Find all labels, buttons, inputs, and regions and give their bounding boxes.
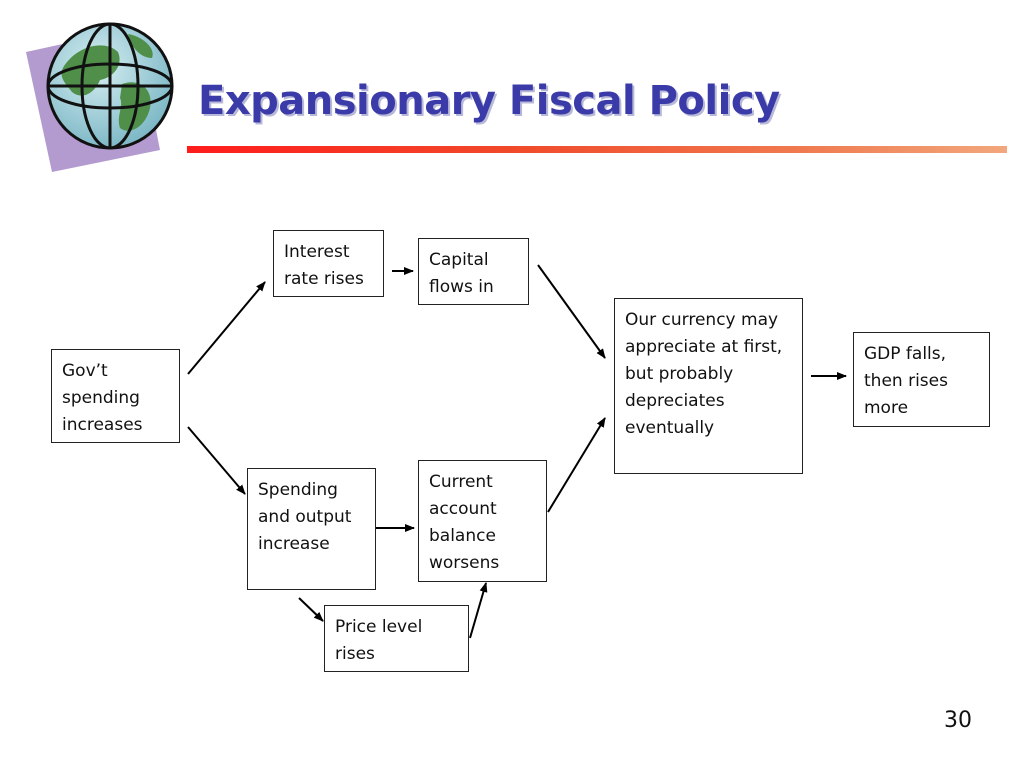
node-gdp: GDP falls, then rises more	[853, 332, 990, 427]
node-currency: Our currency may appreciate at first, bu…	[614, 298, 803, 474]
globe-continent	[128, 34, 153, 58]
node-price-level: Price level rises	[324, 605, 469, 672]
globe-continent	[61, 45, 120, 96]
node-text: Our currency may appreciate at first, bu…	[625, 310, 783, 438]
node-current-account: Current account balance worsens	[418, 460, 547, 582]
arrow-price-to-current	[469, 582, 488, 639]
globe-icon	[26, 22, 174, 172]
node-interest-rate: Interest rate rises	[273, 230, 384, 297]
node-text: Capital flows in	[429, 250, 494, 297]
node-text: Interest rate rises	[284, 242, 364, 289]
arrow-spending-to-price	[298, 597, 324, 622]
node-spending-output: Spending and output increase	[247, 468, 376, 590]
node-text: Price level rises	[335, 617, 423, 664]
arrow-govt-to-interest	[187, 281, 266, 375]
node-text: Gov’t spending increases	[62, 361, 143, 435]
node-govt-spending: Gov’t spending increases	[51, 349, 180, 443]
node-text: GDP falls, then rises more	[864, 344, 948, 418]
arrow-current-to-currency	[547, 417, 606, 513]
title-underline	[187, 146, 1007, 153]
node-capital-flows: Capital flows in	[418, 238, 529, 305]
slide-title: Expansionary Fiscal Policy	[198, 78, 780, 124]
node-text: Current account balance worsens	[429, 472, 500, 573]
arrow-govt-to-spending	[187, 426, 246, 495]
page-number: 30	[944, 708, 972, 733]
node-text: Spending and output increase	[258, 480, 352, 554]
arrow-capital-to-currency	[537, 264, 606, 359]
